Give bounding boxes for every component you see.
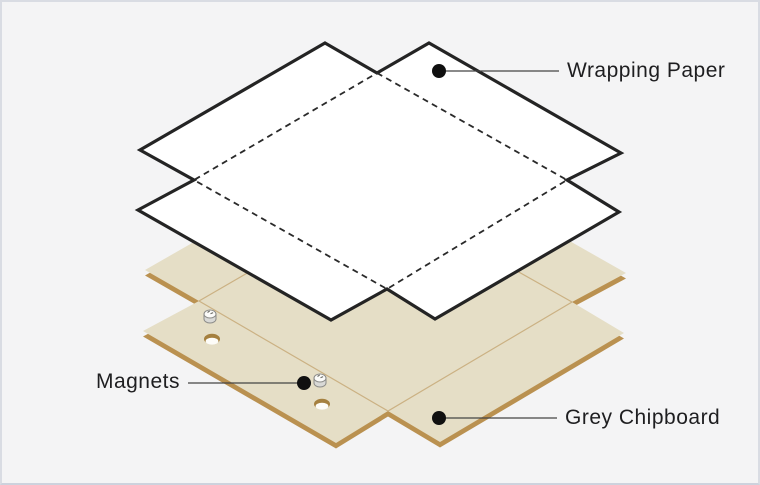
- magnet-icon-mark: [207, 310, 214, 315]
- leader-dot: [297, 376, 311, 390]
- leader-dot: [432, 411, 446, 425]
- magnet-icon-top: [203, 309, 217, 319]
- leader-dot: [432, 64, 446, 78]
- magnet-icon-top: [313, 373, 327, 383]
- magnet-hole-inner: [205, 337, 219, 345]
- label-wrapping-paper: Wrapping Paper: [567, 59, 726, 82]
- label-magnets: Magnets: [95, 370, 180, 393]
- magnet-hole-inner: [315, 402, 329, 410]
- magnet-icon-mark: [317, 374, 324, 379]
- wrapping-paper-shape: [134, 41, 625, 322]
- label-grey-chipboard: Grey Chipboard: [565, 406, 721, 429]
